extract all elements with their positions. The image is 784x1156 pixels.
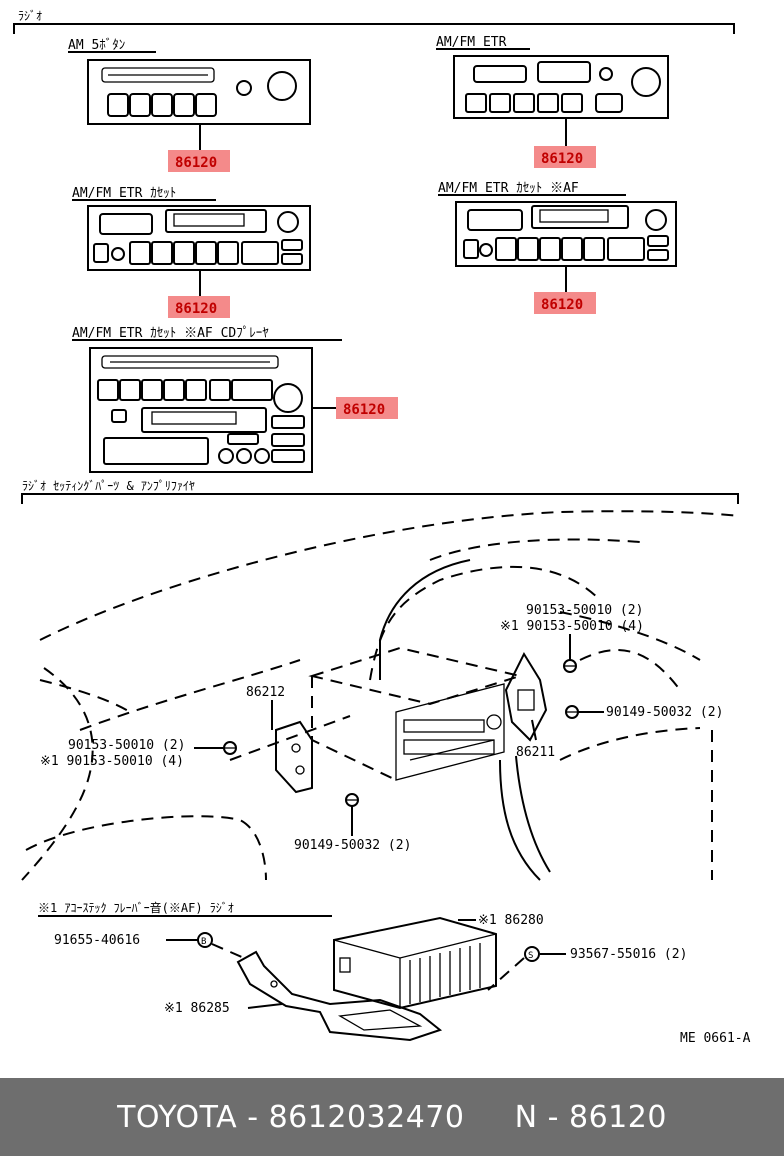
variant-title-3: AM/FM ETR ｶｾｯﾄ xyxy=(72,186,176,201)
part-number-86120[interactable]: 86120 xyxy=(175,301,217,317)
radio-unit-amfm-etr-cassette-af-cd xyxy=(89,347,313,473)
clip-icon: B xyxy=(197,932,213,948)
diagram-code: ME 0661-A xyxy=(680,1031,751,1046)
footer-part-info: TOYOTA - 8612032470 N - 86120 xyxy=(117,1100,667,1135)
label-90153-50010[interactable]: 90153-50010 (2) xyxy=(68,738,185,753)
amplifier-86280 xyxy=(333,916,497,1010)
label-90153-50010-af[interactable]: ※1 90153-50010 (4) xyxy=(40,754,184,769)
part-number-86120[interactable]: 86120 xyxy=(175,155,217,171)
label-91655-40616[interactable]: 91655-40616 xyxy=(54,933,140,948)
section-bracket-radio xyxy=(13,23,735,34)
section-bracket-setting xyxy=(21,493,739,504)
svg-text:S: S xyxy=(528,951,533,961)
radio-unit-amfm-etr xyxy=(453,55,669,119)
svg-text:B: B xyxy=(201,937,206,947)
screw-icon xyxy=(223,741,237,755)
label-93567-55016[interactable]: 93567-55016 (2) xyxy=(570,947,687,962)
variant-title-5: AM/FM ETR ｶｾｯﾄ ※AF CDﾌﾟﾚｰﾔ xyxy=(72,326,269,341)
label-86280[interactable]: ※1 86280 xyxy=(478,913,544,928)
label-86211[interactable]: 86211 xyxy=(516,745,555,760)
label-90153-50010-af[interactable]: ※1 90153-50010 (4) xyxy=(500,619,644,634)
screw-icon xyxy=(565,705,579,719)
label-86285[interactable]: ※1 86285 xyxy=(164,1001,230,1016)
variant-title-1: AM 5ﾎﾞﾀﾝ xyxy=(68,38,125,53)
dashboard-outline xyxy=(21,510,741,881)
screw-icon xyxy=(345,793,359,807)
footer-bar: TOYOTA - 8612032470 N - 86120 xyxy=(0,1078,784,1156)
part-number-86120[interactable]: 86120 xyxy=(541,297,583,313)
label-90153-50010[interactable]: 90153-50010 (2) xyxy=(526,603,643,618)
radio-unit-amfm-etr-cassette-af xyxy=(455,201,677,267)
screw-icon xyxy=(563,659,577,673)
section-title-radio: ﾗｼﾞｵ xyxy=(18,9,42,23)
label-90149-50032[interactable]: 90149-50032 (2) xyxy=(606,705,723,720)
section-title-amp: ※1 ｱｺｰｽﾃｯｸ ﾌﾚｰﾊﾞｰ音(※AF) ﾗｼﾞｵ xyxy=(38,900,234,915)
part-number-86120[interactable]: 86120 xyxy=(541,151,583,167)
part-number-86120[interactable]: 86120 xyxy=(343,402,385,418)
variant-title-2: AM/FM ETR xyxy=(436,35,507,50)
label-90149-50032[interactable]: 90149-50032 (2) xyxy=(294,838,411,853)
bracket-86212 xyxy=(275,720,313,794)
nut-icon: S xyxy=(524,946,540,962)
bracket-86285 xyxy=(236,950,443,1042)
label-86212[interactable]: 86212 xyxy=(246,685,285,700)
variant-title-4: AM/FM ETR ｶｾｯﾄ ※AF xyxy=(438,181,579,196)
bracket-86211 xyxy=(504,651,548,742)
section-title-setting: ﾗｼﾞｵ ｾｯﾃｨﾝｸﾞﾊﾟｰﾂ & ｱﾝﾌﾟﾘﾌｧｲﾔ xyxy=(22,479,195,493)
radio-unit-am-5button xyxy=(87,59,311,125)
radio-unit-amfm-etr-cassette xyxy=(87,205,311,271)
parts-diagram: ﾗｼﾞｵ AM 5ﾎﾞﾀﾝ 86120 AM/FM ETR 86120 AM/F xyxy=(13,9,751,1046)
